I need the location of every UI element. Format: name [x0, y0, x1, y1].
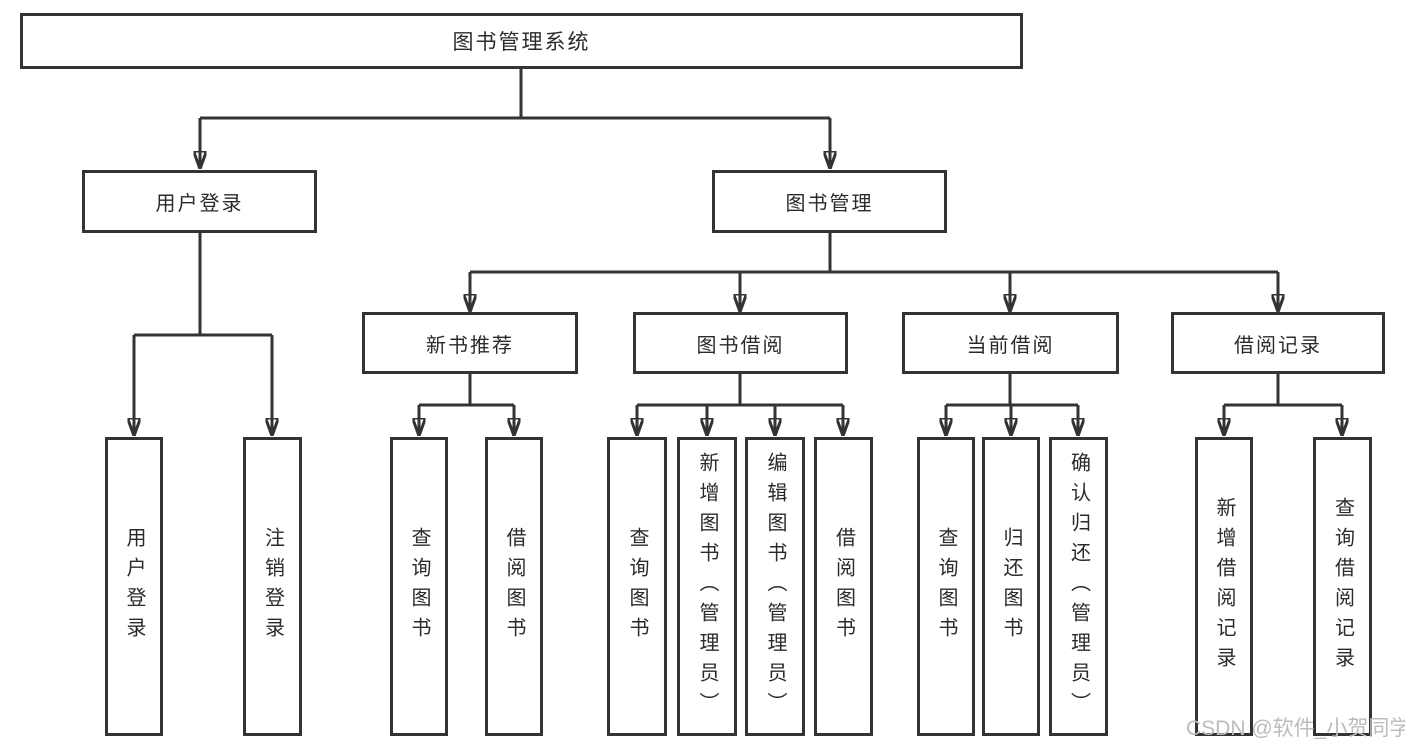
- leaf-query-book-recommend: 查询图书: [390, 437, 448, 736]
- node-current-borrow-label: 当前借阅: [966, 334, 1055, 357]
- node-book-borrow-label: 图书借阅: [696, 334, 785, 357]
- leaf-borrow-book-recommend-label: 借阅图书: [503, 526, 525, 647]
- node-user-login: 用户登录: [82, 170, 317, 233]
- leaf-edit-book-admin: 编辑图书（管理员）: [745, 437, 805, 736]
- leaf-query-book-borrow-label: 查询图书: [626, 526, 648, 647]
- leaf-query-book-recommend-label: 查询图书: [408, 526, 430, 647]
- leaf-add-book-admin-label: 新增图书（管理员）: [696, 451, 718, 722]
- leaf-logout: 注销登录: [243, 437, 302, 736]
- node-new-book-recommend: 新书推荐: [362, 312, 578, 374]
- node-user-login-label: 用户登录: [155, 193, 244, 215]
- leaf-add-book-admin: 新增图书（管理员）: [677, 437, 737, 736]
- connector-book-borrow: [637, 374, 843, 407]
- leaf-return-book: 归还图书: [982, 437, 1040, 736]
- leaf-user-login: 用户登录: [105, 437, 163, 736]
- node-root-label: 图书管理系统: [452, 31, 591, 54]
- connector-borrow-records: [1224, 374, 1342, 407]
- leaf-borrow-book-label: 借阅图书: [832, 526, 855, 647]
- leaf-query-borrow-record: 查询借阅记录: [1313, 437, 1372, 736]
- connector-book-management: [470, 233, 1278, 274]
- node-book-borrow: 图书借阅: [633, 312, 848, 374]
- node-book-management: 图书管理: [712, 170, 947, 233]
- leaf-query-book-current: 查询图书: [917, 437, 975, 736]
- node-book-management-label: 图书管理: [785, 193, 874, 215]
- leaf-add-borrow-record-label: 新增借阅记录: [1213, 496, 1235, 677]
- leaf-add-borrow-record: 新增借阅记录: [1195, 437, 1253, 736]
- node-current-borrow: 当前借阅: [902, 312, 1119, 374]
- connector-current-borrow: [946, 374, 1078, 407]
- node-root-library-system: 图书管理系统: [20, 13, 1023, 69]
- leaf-return-book-label: 归还图书: [1000, 526, 1022, 647]
- leaf-logout-label: 注销登录: [261, 526, 284, 647]
- leaf-confirm-return-admin: 确认归还（管理员）: [1049, 437, 1108, 736]
- node-borrow-records: 借阅记录: [1171, 312, 1385, 374]
- leaf-confirm-return-admin-label: 确认归还（管理员）: [1067, 451, 1090, 722]
- connector-root: [200, 68, 830, 120]
- node-new-book-recommend-label: 新书推荐: [426, 334, 514, 357]
- leaf-query-book-current-label: 查询图书: [935, 526, 957, 647]
- connector-new-book: [419, 374, 514, 407]
- connector-user-login: [134, 233, 272, 337]
- leaf-borrow-book-recommend: 借阅图书: [485, 437, 543, 736]
- leaf-user-login-label: 用户登录: [123, 526, 145, 647]
- leaf-query-book-borrow: 查询图书: [607, 437, 667, 736]
- node-borrow-records-label: 借阅记录: [1234, 334, 1322, 357]
- leaf-query-borrow-record-label: 查询借阅记录: [1331, 496, 1354, 677]
- leaf-edit-book-admin-label: 编辑图书（管理员）: [764, 451, 786, 722]
- leaf-borrow-book: 借阅图书: [814, 437, 873, 736]
- csdn-watermark: CSDN @软件_小贺同学: [1186, 717, 1405, 740]
